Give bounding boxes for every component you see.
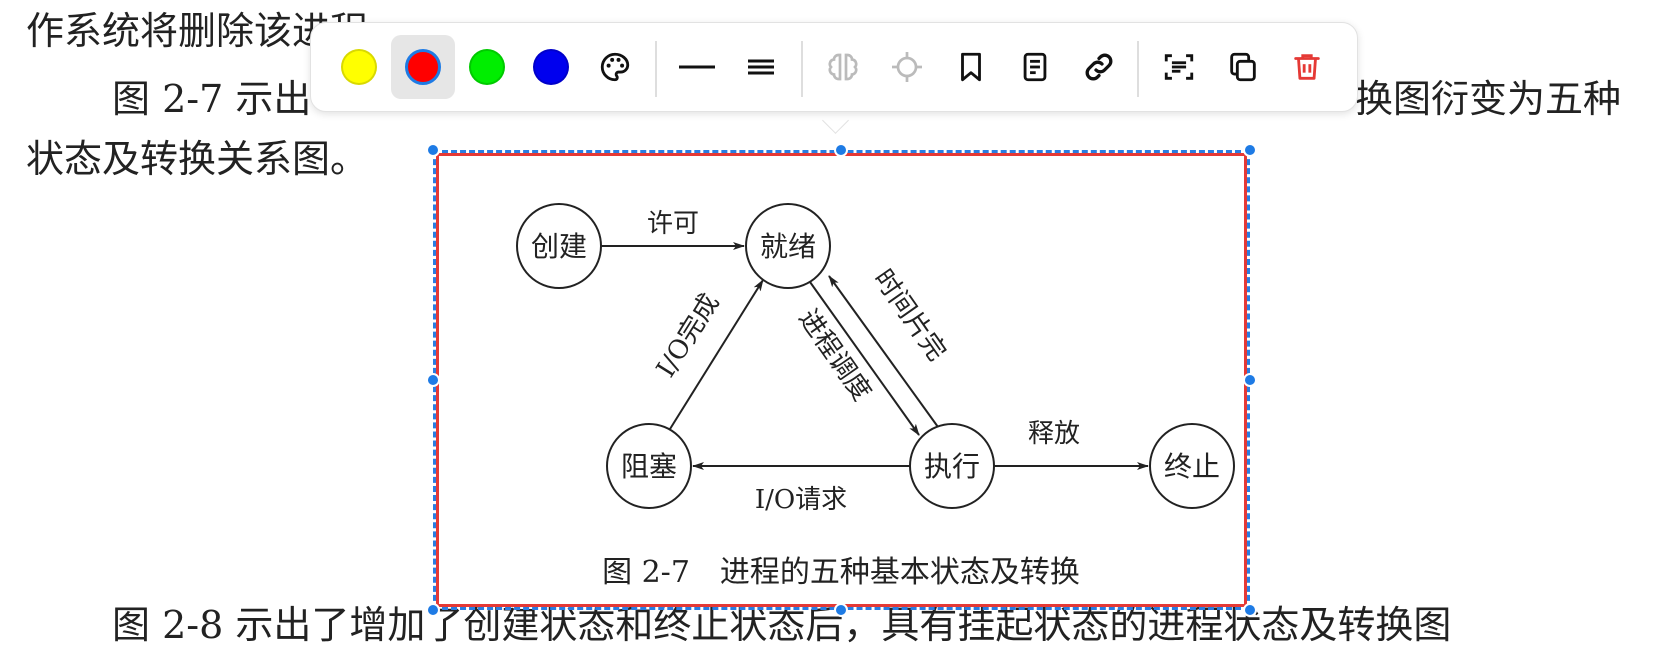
doc-line-2-left: 图 2-7 示出 <box>112 77 312 121</box>
locate-button[interactable] <box>875 35 939 99</box>
bookmark-button[interactable] <box>939 35 1003 99</box>
note-icon <box>1023 52 1047 82</box>
copy-button[interactable] <box>1211 35 1275 99</box>
delete-button[interactable] <box>1275 35 1339 99</box>
label-permit: 许可 <box>647 209 699 239</box>
resize-handle-bottom-center[interactable] <box>834 603 848 617</box>
resize-handle-top-left[interactable] <box>426 143 440 157</box>
label-release: 释放 <box>1028 419 1080 449</box>
state-run-label: 执行 <box>924 450 980 483</box>
ocr-scan-icon <box>1164 54 1194 80</box>
color-yellow-button[interactable] <box>327 35 391 99</box>
label-io-request: I/O请求 <box>755 485 847 515</box>
link-icon <box>1085 53 1113 81</box>
green-swatch <box>469 49 505 85</box>
doc-line-3: 状态及转换关系图。 <box>26 137 369 181</box>
yellow-swatch <box>341 49 377 85</box>
bookmark-icon <box>961 52 981 82</box>
resize-handle-middle-right[interactable] <box>1243 373 1257 387</box>
figure-caption: 图 2-7 进程的五种基本状态及转换 <box>602 555 1080 590</box>
state-block-label: 阻塞 <box>621 450 677 483</box>
thin-line-icon <box>679 65 715 69</box>
state-end-label: 终止 <box>1164 450 1220 483</box>
target-icon <box>892 52 922 82</box>
palette-button[interactable] <box>583 35 647 99</box>
color-blue-button[interactable] <box>519 35 583 99</box>
resize-handle-middle-left[interactable] <box>426 373 440 387</box>
delete-icon <box>1294 54 1320 80</box>
state-block-node <box>606 423 692 509</box>
toolbar-separator <box>655 41 657 97</box>
resize-handle-bottom-left[interactable] <box>426 603 440 617</box>
color-red-button[interactable] <box>391 35 455 99</box>
brain-icon <box>828 53 858 81</box>
resize-handle-top-right[interactable] <box>1243 143 1257 157</box>
red-swatch <box>405 49 441 85</box>
arrow-block-to-ready <box>669 279 764 430</box>
resize-handle-top-center[interactable] <box>834 143 848 157</box>
process-state-diagram: 创建 就绪 阻塞 执行 终止 许可 I/O完成 进程调度 时间片完 释放 I/O… <box>516 203 1235 590</box>
arrow-ready-to-run <box>809 281 920 436</box>
resize-handle-bottom-right[interactable] <box>1243 603 1257 617</box>
thin-line-button[interactable] <box>665 35 729 99</box>
link-button[interactable] <box>1067 35 1131 99</box>
blue-swatch <box>533 49 569 85</box>
thick-line-button[interactable] <box>729 35 793 99</box>
ai-brain-button[interactable] <box>811 35 875 99</box>
state-ready-label: 就绪 <box>760 230 816 263</box>
state-end-node <box>1149 423 1235 509</box>
palette-icon <box>600 52 630 82</box>
selection-frame[interactable] <box>433 150 1250 610</box>
state-ready-node <box>745 203 831 289</box>
note-button[interactable] <box>1003 35 1067 99</box>
arrow-run-to-ready <box>828 275 939 428</box>
copy-icon <box>1230 52 1256 82</box>
toolbar-separator <box>801 41 803 97</box>
annotation-toolbar <box>310 22 1358 112</box>
selected-figure[interactable]: 创建 就绪 阻塞 执行 终止 许可 I/O完成 进程调度 时间片完 释放 I/O… <box>433 150 1250 610</box>
color-green-button[interactable] <box>455 35 519 99</box>
ocr-scan-button[interactable] <box>1147 35 1211 99</box>
thick-line-icon <box>748 59 774 75</box>
state-create-label: 创建 <box>531 230 587 263</box>
doc-line-2-right: 换图衍变为五种 <box>1355 77 1622 121</box>
toolbar-separator <box>1137 41 1139 97</box>
